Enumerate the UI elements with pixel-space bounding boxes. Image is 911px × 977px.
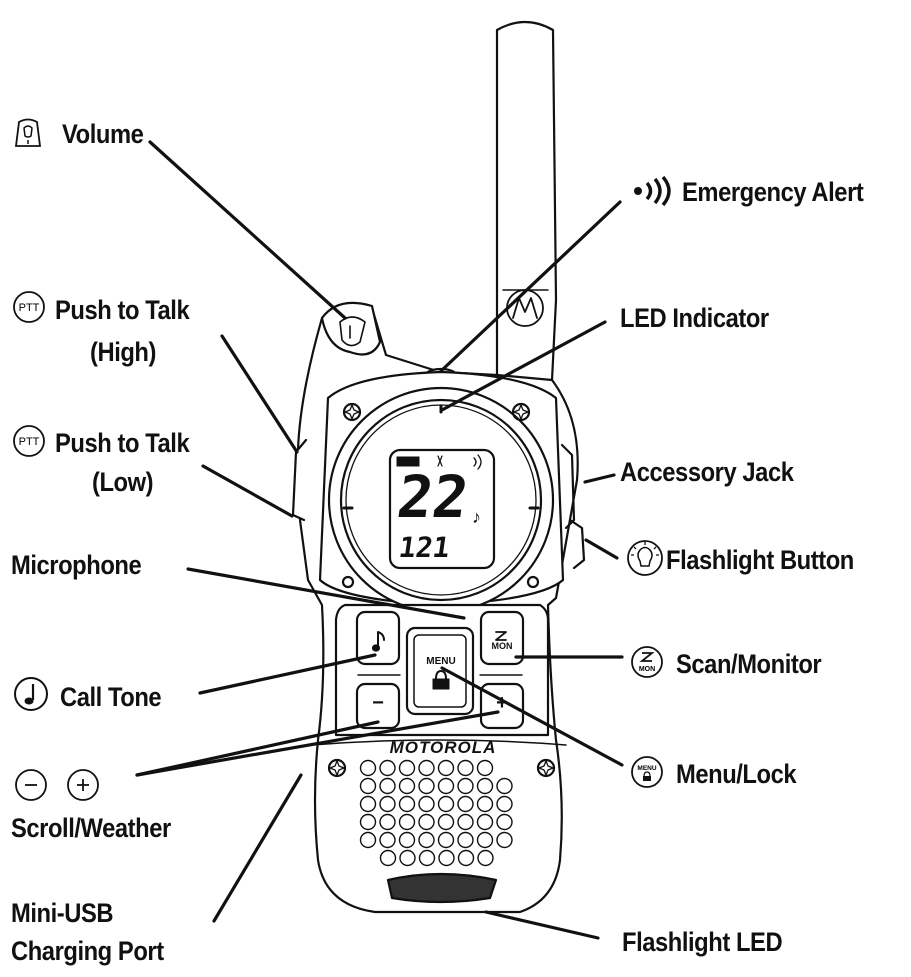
label-volume: Volume	[62, 119, 144, 149]
music-note-icon	[14, 677, 48, 711]
lcd-channel: 22	[393, 463, 473, 531]
brand-logo: MOTOROLA	[389, 738, 497, 757]
leader-lines	[135, 140, 624, 940]
speaker-hole	[398, 831, 416, 849]
ptt-icon: PTT	[13, 291, 45, 323]
label-flashlight-button: Flashlight Button	[666, 545, 854, 575]
speaker-hole	[437, 777, 455, 795]
speaker-hole	[379, 795, 396, 813]
mon-key-label: MON	[491, 641, 513, 651]
label-emergency-alert: Emergency Alert	[682, 177, 864, 207]
label-call-tone: Call Tone	[60, 682, 162, 712]
speaker-hole	[496, 831, 513, 849]
speaker-hole	[437, 813, 455, 831]
speaker-hole	[457, 813, 474, 831]
speaker-hole	[359, 759, 377, 777]
speaker-hole	[398, 813, 416, 831]
ptt-icon-text: PTT	[19, 436, 40, 448]
label-menu-lock: Menu/Lock	[676, 759, 797, 789]
speaker-grille	[359, 759, 513, 867]
speaker-hole	[437, 759, 455, 777]
minus-key-label: −	[372, 692, 384, 714]
key-scan-monitor	[479, 610, 525, 666]
speaker-hole	[398, 795, 416, 813]
emergency-signal-icon	[634, 176, 671, 206]
label-microphone: Microphone	[11, 550, 142, 580]
speaker-hole	[438, 849, 455, 867]
speaker-hole	[496, 813, 513, 831]
label-mini-usb-line2: Charging Port	[11, 936, 164, 966]
speaker-hole	[379, 759, 396, 777]
speaker-hole	[398, 777, 416, 795]
speaker-hole	[359, 795, 377, 813]
flashlight-lens	[386, 872, 498, 904]
minus-circle-icon	[15, 769, 47, 801]
speaker-hole	[418, 795, 435, 813]
menu-lock-icon: MENU	[631, 756, 663, 788]
label-ptt-high-line1: Push to Talk	[55, 295, 190, 325]
speaker-hole	[379, 831, 396, 849]
speaker-hole	[476, 831, 494, 849]
speaker-hole	[457, 849, 475, 867]
lcd-note-icon: ♪	[472, 507, 481, 527]
speaker-hole	[399, 849, 416, 867]
label-ptt-low-line1: Push to Talk	[55, 428, 190, 458]
plus-key-label: +	[496, 692, 508, 714]
flashlight-bulb-icon	[627, 540, 663, 576]
speaker-hole	[496, 777, 513, 795]
speaker-hole	[379, 849, 397, 867]
speaker-hole	[457, 777, 474, 795]
speaker-hole	[496, 795, 513, 813]
label-scroll-weather: Scroll/Weather	[11, 813, 171, 843]
menu-key-label: MENU	[426, 656, 456, 667]
speaker-hole	[457, 795, 474, 813]
lcd-display	[388, 448, 496, 570]
menu-icon-text: MENU	[637, 765, 656, 772]
scan-monitor-icon: MON	[631, 646, 663, 678]
speaker-hole	[457, 831, 474, 849]
speaker-hole	[379, 813, 396, 831]
speaker-hole	[476, 795, 494, 813]
label-ptt-high-line2: (High)	[90, 337, 156, 367]
speaker-hole	[379, 777, 396, 795]
label-mini-usb-line1: Mini-USB	[11, 898, 114, 928]
label-led-indicator: LED Indicator	[620, 303, 769, 333]
label-scan-monitor: Scan/Monitor	[676, 649, 822, 679]
speaker-hole	[477, 849, 494, 867]
speaker-hole	[359, 777, 377, 795]
label-ptt-low-line2: (Low)	[92, 467, 154, 497]
speaker-hole	[457, 759, 474, 777]
speaker-hole	[476, 777, 494, 795]
lcd-code: 121	[396, 531, 452, 564]
label-flashlight-led: Flashlight LED	[622, 927, 783, 957]
key-minus	[355, 682, 401, 730]
speaker-hole	[476, 759, 494, 777]
speaker-hole	[418, 777, 435, 795]
speaker-hole	[359, 831, 377, 849]
speaker-hole	[418, 813, 435, 831]
ptt-icon: PTT	[13, 425, 45, 457]
volume-knob-icon	[14, 118, 42, 147]
speaker-hole	[437, 831, 455, 849]
speaker-hole	[437, 795, 455, 813]
plus-circle-icon	[67, 769, 99, 801]
speaker-hole	[359, 813, 377, 831]
ptt-icon-text: PTT	[19, 302, 40, 314]
mon-icon-text: MON	[639, 666, 655, 673]
speaker-hole	[398, 759, 416, 777]
speaker-hole	[418, 759, 435, 777]
speaker-hole	[418, 831, 435, 849]
label-accessory-jack: Accessory Jack	[620, 457, 794, 487]
speaker-hole	[476, 813, 494, 831]
speaker-hole	[418, 849, 436, 867]
